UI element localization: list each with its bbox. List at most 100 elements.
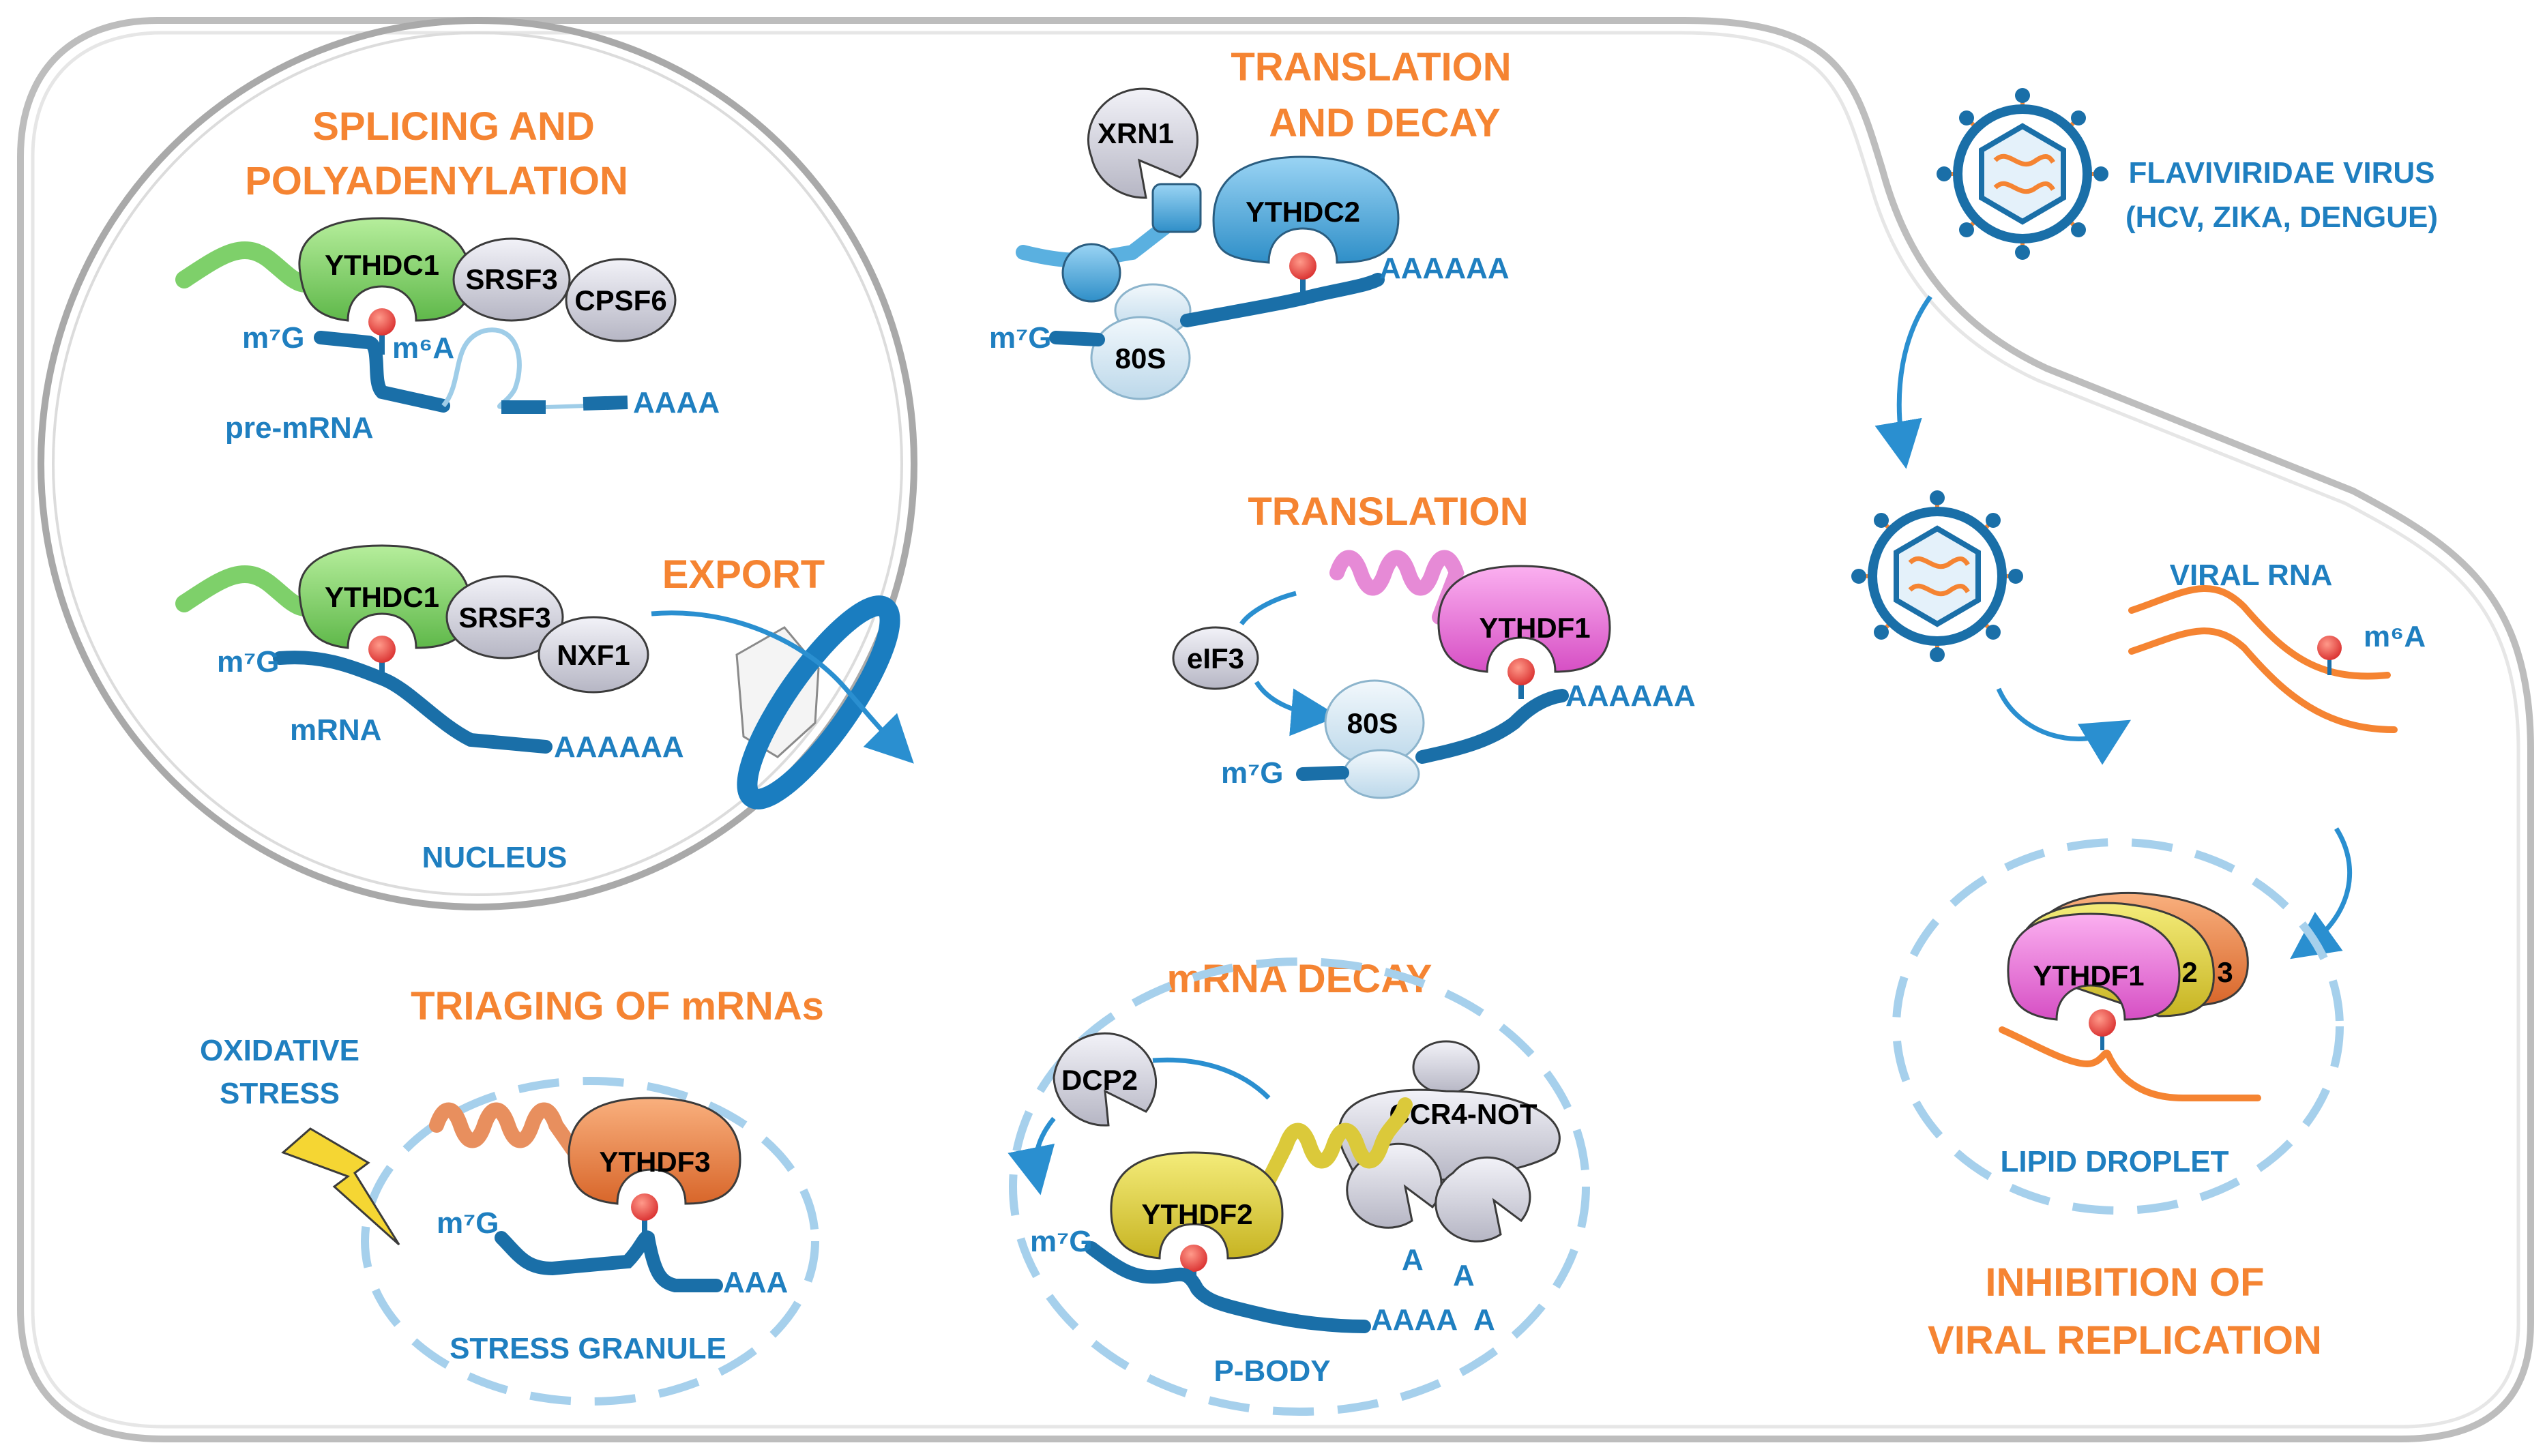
- stress-granule-label: STRESS GRANULE: [450, 1332, 726, 1365]
- m6a-label-splicing: m⁶A: [392, 331, 454, 365]
- title-translation-decay-line1: TRANSLATION: [1231, 45, 1511, 89]
- ribosome-small-ythdf1: [1342, 749, 1420, 799]
- title-translation: TRANSLATION: [1248, 490, 1528, 534]
- xrn1-label: XRN1: [1098, 117, 1174, 149]
- polya-tail-ythdf2: AAAA: [1371, 1303, 1458, 1337]
- lightning-bolt-icon: [281, 1127, 400, 1246]
- m6a-dot-export: [368, 636, 396, 663]
- mrna-strand-export: [273, 651, 553, 754]
- released-a-2: A: [1453, 1259, 1475, 1292]
- exon-3: [583, 396, 628, 411]
- ythdc2-label: YTHDC2: [1246, 196, 1360, 228]
- released-a-3: A: [1473, 1303, 1495, 1337]
- pre-mrna-strand: [314, 331, 450, 413]
- title-inhibition-line1: INHIBITION OF: [1985, 1260, 2264, 1305]
- ythdc1-label: YTHDC1: [325, 249, 439, 281]
- ribosome-label-ythdf1: 80S: [1347, 707, 1398, 739]
- title-splicing-line2: POLYADENYLATION: [245, 159, 628, 203]
- dcp2-arrow-down: [1007, 1116, 1056, 1195]
- ythdf3-protein: [568, 1097, 741, 1205]
- m7g-label-splicing: m⁷G: [242, 321, 305, 355]
- nucleus-inner: [52, 31, 903, 896]
- cell-membrane-inner: [31, 31, 2520, 1429]
- splicing-panel: YTHDC1 SRSF3 CPSF6 m⁷G m⁶A pre-mRNA AAAA: [175, 217, 720, 445]
- m7g-label-ythdf2: m⁷G: [1030, 1225, 1093, 1258]
- cpsf6-protein: [565, 258, 677, 342]
- pre-mrna-label: pre-mRNA: [225, 411, 374, 445]
- title-splicing-line1: SPLICING AND: [312, 104, 595, 149]
- ythdf1-protein-viral: [2007, 912, 2181, 1021]
- ythdc1-label-export: YTHDC1: [325, 581, 439, 613]
- xrn1-protein: [1087, 87, 1198, 199]
- virus-label-line1: FLAVIVIRIDAE VIRUS: [2128, 156, 2434, 190]
- title-mrna-decay: mRNA DECAY: [1167, 957, 1432, 1001]
- ythdc2-domain-2: [1151, 183, 1202, 233]
- m6a-dot: [368, 308, 396, 336]
- m6a-dot-ythdf1: [1507, 658, 1535, 685]
- ythdc1-protein: [298, 217, 472, 322]
- m6a-dot-lipid: [2089, 1009, 2116, 1037]
- m6a-dot-ythdf3: [631, 1193, 658, 1221]
- ythdf1-label: YTHDF1: [1479, 612, 1590, 644]
- polya-tail-export: AAAAAA: [554, 730, 684, 764]
- ythdf1-translation-panel: YTHDF1 eIF3 80S m⁷G AAAAAA: [1172, 550, 1696, 799]
- eif3-protein: [1172, 626, 1259, 690]
- ccr4-not-top-subunit: [1412, 1040, 1480, 1095]
- ythdf3-label: YTHDF3: [599, 1146, 710, 1178]
- eif3-arrow-bottom: [1254, 681, 1339, 737]
- dcp2-arrow-top: [1152, 1057, 1271, 1100]
- release-arrow: [1996, 687, 2132, 765]
- m7g-label-ythdf3: m⁷G: [437, 1206, 499, 1240]
- oxidative-stress-line2: STRESS: [220, 1077, 340, 1110]
- flavivirus-particle-top: [1937, 88, 2108, 260]
- m6a-dot-ythdc2: [1289, 252, 1316, 280]
- ythdf1-protein: [1437, 565, 1611, 673]
- ccr4-not-subunit-2: [1435, 1156, 1531, 1243]
- title-inhibition-line2: VIRAL REPLICATION: [1928, 1318, 2322, 1363]
- title-export: EXPORT: [662, 552, 825, 597]
- mrna-strand-ythdf3: [495, 1230, 723, 1292]
- dcp2-protein: [1053, 1032, 1158, 1127]
- ccr4-not-complex: CCR4-NOT: [1338, 1040, 1561, 1243]
- ccr4-not-label: CCR4-NOT: [1389, 1098, 1538, 1130]
- oxidative-stress-line1: OXIDATIVE: [200, 1034, 359, 1067]
- ythdc2-protein: [1212, 155, 1400, 264]
- m7g-label-ythdf1: m⁷G: [1221, 756, 1284, 790]
- ythdf1-tail: [1329, 550, 1465, 625]
- viral-rna-strand-1: [2128, 584, 2391, 680]
- export-arrow: [651, 610, 914, 764]
- ythdf2-tail: [1261, 1097, 1413, 1187]
- lipid-droplet-arrow: [2290, 827, 2352, 960]
- ythdf2-number-label: 2: [2181, 956, 2197, 988]
- p-body-panel: DCP2 CCR4-NOT YTHDF2 m⁷G AAAA A A A P-BO…: [1007, 957, 1590, 1416]
- pore-ring: [737, 595, 900, 809]
- polya-tail-ythdf1: AAAAAA: [1565, 679, 1696, 713]
- nucleus-outer: [38, 17, 917, 910]
- mrna-strand-ythdf2: [1085, 1241, 1371, 1333]
- entry-arrow: [1874, 295, 1932, 469]
- srsf3-protein: [452, 237, 571, 322]
- released-a-1: A: [1402, 1243, 1424, 1277]
- m6a-dot-viral: [2317, 636, 2342, 660]
- polya-tail-splicing: AAAA: [633, 386, 720, 419]
- m6a-dot-ythdf2: [1180, 1245, 1207, 1272]
- viral-rna-lipid: [1999, 1026, 2261, 1101]
- cell-membrane-outer: [17, 17, 2534, 1442]
- eif3-label: eIF3: [1187, 642, 1244, 674]
- export-complex-panel: YTHDC1 SRSF3 NXF1 m⁷G mRNA AAAAAA NUCLEU…: [175, 544, 684, 874]
- srsf3-label: SRSF3: [465, 263, 557, 295]
- stress-granule-panel: OXIDATIVE STRESS YTHDF3 m⁷G AAA STRESS G…: [200, 1034, 819, 1406]
- ythdc1-protein-export: [298, 544, 472, 649]
- m7g-label-ythdc2: m⁷G: [989, 321, 1052, 355]
- mrna-strand-ythdc2: [1049, 273, 1385, 346]
- viral-rna-strand-2: [2128, 627, 2398, 733]
- p-body-label: P-BODY: [1213, 1354, 1330, 1388]
- ythdf3-tail: [429, 1102, 587, 1167]
- mrna-strand-ythdf1: [1296, 689, 1569, 781]
- polya-tail-ythdc2: AAAAAA: [1379, 252, 1510, 285]
- m6a-label-viral: m⁶A: [2364, 620, 2426, 653]
- lipid-droplet-label: LIPID DROPLET: [2001, 1145, 2229, 1178]
- srsf3-label-export: SRSF3: [458, 601, 550, 634]
- stress-granule-boundary: [361, 1077, 819, 1406]
